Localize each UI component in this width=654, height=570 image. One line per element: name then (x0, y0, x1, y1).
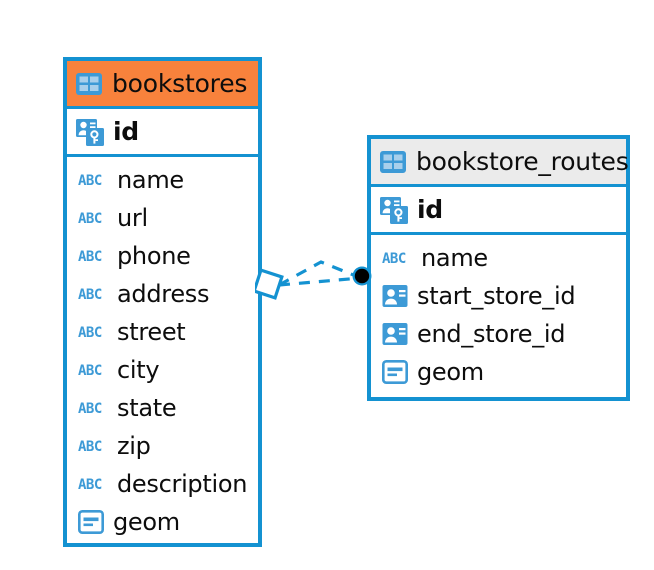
abc-text-icon: ABC (78, 172, 108, 188)
primary-key-icon (76, 118, 104, 146)
field-row-address[interactable]: ABC address (67, 275, 258, 313)
field-row-name[interactable]: ABC name (371, 239, 626, 277)
diamond-marker (252, 268, 284, 300)
primary-key-row[interactable]: id (67, 109, 258, 157)
circle-endpoint (352, 266, 372, 286)
field-label: geom (417, 358, 484, 386)
field-label: zip (117, 432, 151, 460)
field-row-start-store-id[interactable]: start_store_id (371, 277, 626, 315)
abc-text-icon: ABC (78, 210, 108, 226)
field-row-geom[interactable]: geom (67, 503, 258, 541)
svg-text:ABC: ABC (78, 401, 102, 416)
field-label: end_store_id (417, 320, 566, 348)
primary-key-icon (380, 196, 408, 224)
abc-text-icon: ABC (78, 438, 108, 454)
field-list-bookstore-routes: ABC name start_store_id (371, 235, 626, 391)
field-label: address (117, 280, 210, 308)
abc-text-icon: ABC (78, 362, 108, 378)
entity-title: bookstores (112, 69, 248, 98)
svg-text:ABC: ABC (78, 249, 102, 264)
table-icon (76, 72, 102, 95)
field-list-bookstores: ABC name ABC url ABC phone (67, 157, 258, 541)
field-row-state[interactable]: ABC state (67, 389, 258, 427)
field-row-end-store-id[interactable]: end_store_id (371, 315, 626, 353)
table-icon (380, 150, 406, 173)
svg-text:ABC: ABC (78, 325, 102, 340)
field-row-street[interactable]: ABC street (67, 313, 258, 351)
geometry-icon (78, 510, 104, 534)
field-label: geom (113, 508, 180, 536)
geometry-icon (382, 360, 408, 384)
relationship-line-lower (278, 276, 362, 287)
field-label: phone (117, 242, 191, 270)
svg-text:ABC: ABC (78, 477, 102, 492)
field-row-phone[interactable]: ABC phone (67, 237, 258, 275)
svg-text:ABC: ABC (78, 173, 102, 188)
primary-key-row[interactable]: id (371, 187, 626, 235)
field-label: description (117, 470, 248, 498)
field-row-url[interactable]: ABC url (67, 199, 258, 237)
field-label: state (117, 394, 177, 422)
field-label: name (117, 166, 184, 194)
primary-key-label: id (113, 117, 139, 146)
svg-text:ABC: ABC (78, 287, 102, 302)
entity-bookstore-routes[interactable]: bookstore_routes id ABC (367, 135, 630, 401)
field-row-city[interactable]: ABC city (67, 351, 258, 389)
abc-text-icon: ABC (78, 400, 108, 416)
svg-text:ABC: ABC (78, 363, 102, 378)
field-row-description[interactable]: ABC description (67, 465, 258, 503)
primary-key-label: id (417, 195, 443, 224)
field-label: url (117, 204, 148, 232)
abc-text-icon: ABC (78, 476, 108, 492)
abc-text-icon: ABC (78, 324, 108, 340)
svg-text:ABC: ABC (382, 251, 406, 266)
entity-header-bookstore-routes[interactable]: bookstore_routes (371, 139, 629, 187)
field-label: city (117, 356, 160, 384)
field-label: street (117, 318, 186, 346)
entity-bookstores[interactable]: bookstores id ABC name (63, 57, 262, 547)
relationship-connector[interactable] (252, 240, 390, 320)
field-label: start_store_id (417, 282, 576, 310)
entity-title: bookstore_routes (416, 147, 629, 176)
foreign-key-icon (382, 321, 408, 347)
abc-text-icon: ABC (382, 250, 412, 266)
abc-text-icon: ABC (78, 248, 108, 264)
field-label: name (421, 244, 488, 272)
abc-text-icon: ABC (78, 286, 108, 302)
svg-text:ABC: ABC (78, 439, 102, 454)
svg-text:ABC: ABC (78, 211, 102, 226)
field-row-zip[interactable]: ABC zip (67, 427, 258, 465)
entity-header-bookstores[interactable]: bookstores (67, 61, 258, 109)
field-row-geom[interactable]: geom (371, 353, 626, 391)
foreign-key-icon (382, 283, 408, 309)
field-row-name[interactable]: ABC name (67, 161, 258, 199)
relationship-line-upper (278, 260, 362, 287)
